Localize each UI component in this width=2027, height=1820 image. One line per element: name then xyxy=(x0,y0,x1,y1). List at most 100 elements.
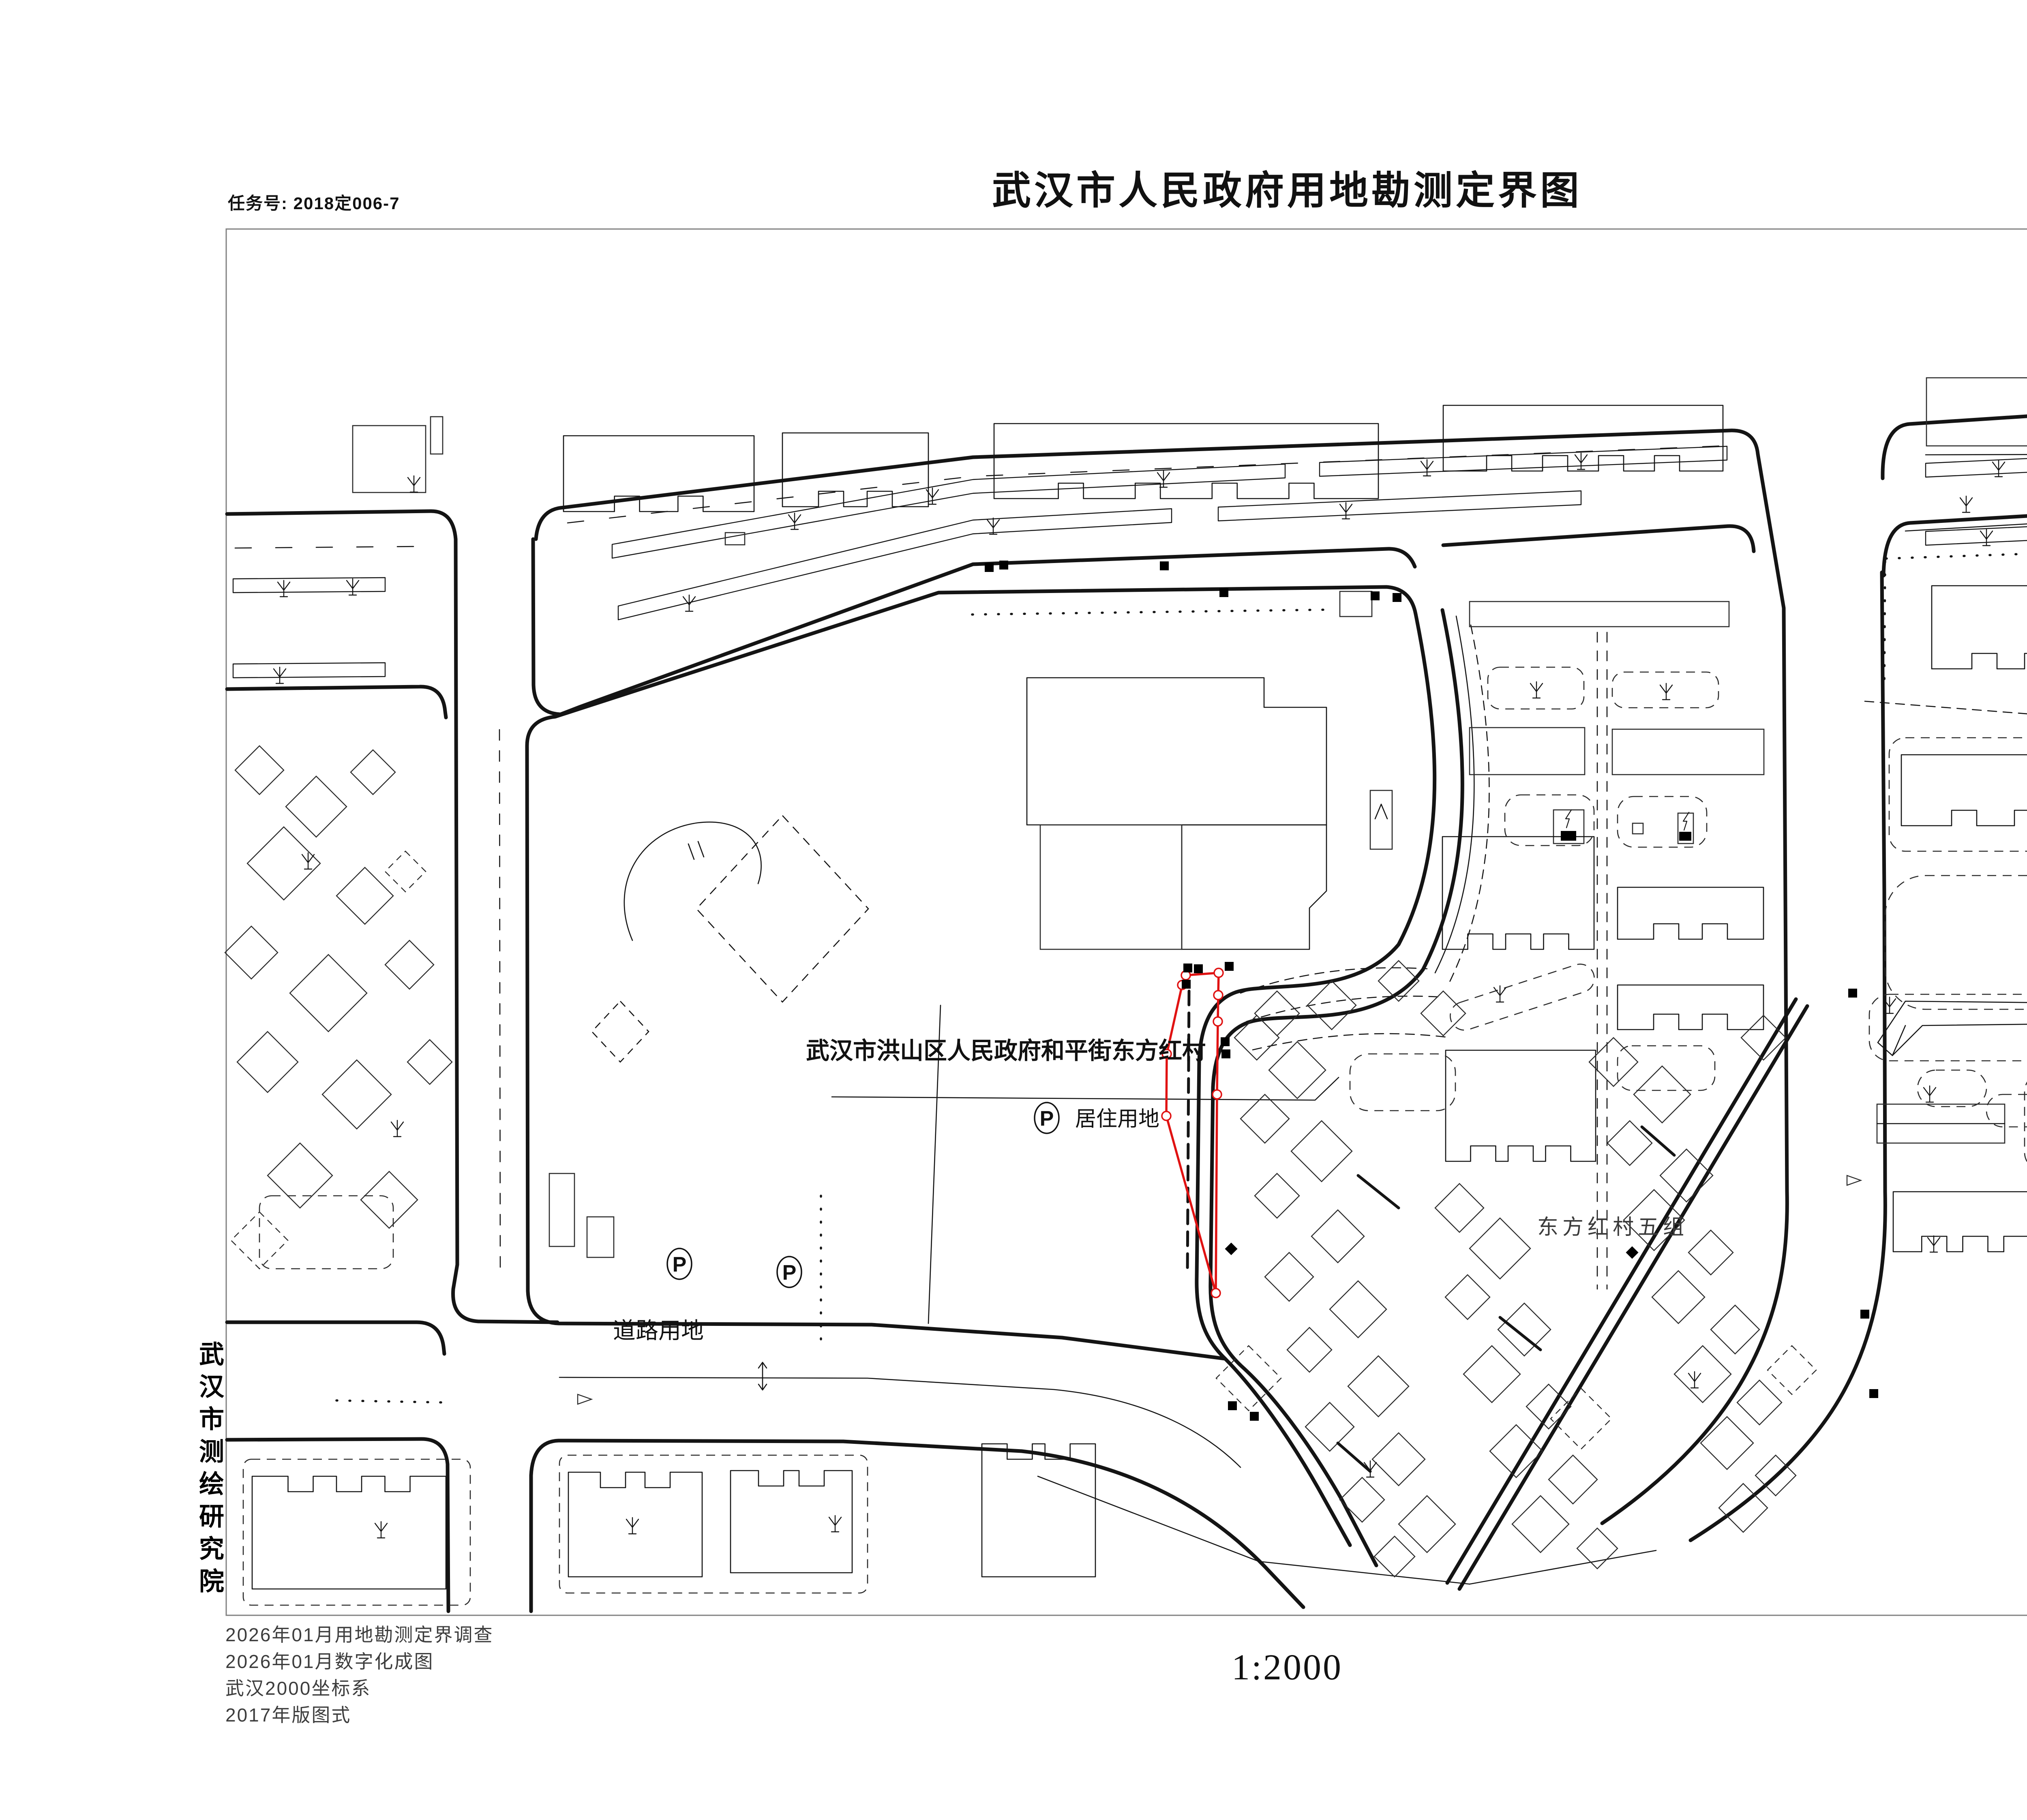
red-parcel-boundary xyxy=(1165,972,1220,1294)
road-edge xyxy=(1688,570,1887,1542)
note-line: 2017年版图式 xyxy=(225,1704,351,1726)
grass-icon xyxy=(374,1521,388,1539)
road-edge xyxy=(225,509,480,1323)
building-stepped xyxy=(1931,585,2027,670)
dashed-line xyxy=(1246,996,1444,1022)
control-point-icon xyxy=(1626,1246,1639,1259)
village-building xyxy=(1371,1432,1426,1486)
control-point-icon xyxy=(1221,1037,1230,1046)
building xyxy=(352,425,426,493)
electric-pad xyxy=(1561,831,1576,841)
control-point-icon xyxy=(999,561,1008,570)
feature-line xyxy=(1434,615,1475,974)
page-title: 武汉市人民政府用地勘测定界图 xyxy=(992,169,1582,212)
control-point-icon xyxy=(1194,964,1203,973)
village-building xyxy=(236,1031,299,1093)
dashed-plot xyxy=(1504,794,1595,846)
wall-line xyxy=(1336,1441,1372,1473)
feature-line xyxy=(1181,824,1327,950)
dashed-plot xyxy=(1917,1069,1987,1107)
village-plot-dashed xyxy=(1767,1345,1817,1395)
grass-icon xyxy=(1959,495,1973,513)
building xyxy=(1677,812,1694,844)
village-building xyxy=(1651,1270,1706,1324)
note-line: 2026年01月用地勘测定界调查 xyxy=(225,1624,494,1645)
road-median xyxy=(611,463,1286,559)
feature-line xyxy=(559,1377,1241,1468)
parking-icon: P xyxy=(776,1256,802,1288)
grass-icon xyxy=(986,517,1000,535)
control-point-icon xyxy=(1160,561,1169,570)
village-building xyxy=(321,1059,392,1130)
grass-icon xyxy=(1980,529,1993,546)
control-point-icon xyxy=(985,563,994,572)
village-building xyxy=(1305,1402,1355,1452)
road-median xyxy=(232,662,386,679)
note-line: 武汉2000坐标系 xyxy=(225,1678,371,1699)
dashed-plot xyxy=(1868,994,2027,1062)
building xyxy=(1039,824,1183,950)
grass-icon xyxy=(1923,1085,1937,1103)
feature-line xyxy=(1892,1025,1906,1056)
village-building xyxy=(1347,1355,1410,1417)
village-plot-dashed xyxy=(1550,1387,1612,1450)
building xyxy=(1611,728,1765,775)
parcel-boundary xyxy=(525,585,1437,1361)
feature-line xyxy=(1469,1550,1657,1585)
grass-icon xyxy=(1363,1460,1377,1478)
grass-icon xyxy=(828,1515,842,1533)
feature-line xyxy=(697,841,705,858)
dashed-diamond xyxy=(591,1000,649,1063)
control-point-icon xyxy=(1221,1049,1230,1058)
grass-icon xyxy=(301,852,315,870)
road-median xyxy=(1925,458,2027,478)
building-stepped xyxy=(1442,836,1595,950)
dashed-diamond xyxy=(696,815,869,1003)
building xyxy=(1469,601,1730,627)
dashed-plot xyxy=(259,1195,394,1270)
village-building xyxy=(1420,990,1466,1036)
building xyxy=(1632,822,1644,835)
village-building xyxy=(1633,1065,1691,1124)
land-use-residential-label: 居住用地 xyxy=(1075,1107,1159,1131)
village-building xyxy=(1254,1173,1300,1219)
building-stepped xyxy=(981,1443,1096,1578)
building xyxy=(1339,591,1373,617)
wall-line xyxy=(1356,1174,1400,1210)
building xyxy=(1926,377,2027,447)
feature-line xyxy=(688,843,695,860)
control-point-icon xyxy=(1848,989,1857,998)
village-building xyxy=(1489,1424,1543,1478)
road-median xyxy=(617,508,1172,621)
wall-line xyxy=(1498,1316,1542,1351)
village-building xyxy=(1700,1416,1754,1470)
boundary-vertex xyxy=(1212,1089,1222,1100)
village-building xyxy=(1659,1148,1714,1203)
feature-line xyxy=(1925,454,2027,456)
dashed-line xyxy=(1252,1033,1452,1051)
village-building xyxy=(360,1171,418,1229)
dashed-plot xyxy=(1349,1053,1456,1111)
dashed-plot xyxy=(1617,1045,1716,1091)
grass-icon xyxy=(1493,985,1507,1003)
grass-icon xyxy=(407,475,421,493)
village-building xyxy=(1286,1327,1333,1373)
building xyxy=(549,1173,575,1247)
feature-line xyxy=(1026,677,1327,826)
building-stepped xyxy=(730,1470,853,1574)
control-point-icon xyxy=(1393,593,1401,602)
land-use-road-label: 道路用地 xyxy=(613,1318,704,1343)
village-building xyxy=(1240,1094,1290,1144)
feature-line xyxy=(1374,803,1388,820)
dotted-line xyxy=(1883,560,1886,690)
road-edge xyxy=(1457,1004,1809,1591)
building-stepped xyxy=(782,432,929,507)
village-building xyxy=(1264,1252,1314,1302)
electric-icon xyxy=(1682,812,1690,831)
village-building xyxy=(1268,1041,1326,1099)
building xyxy=(586,1216,615,1258)
control-point-icon xyxy=(1183,964,1192,972)
village-building xyxy=(1398,1495,1456,1553)
grass-icon xyxy=(273,666,287,684)
parcel-inner-dashed xyxy=(1186,989,1191,1274)
